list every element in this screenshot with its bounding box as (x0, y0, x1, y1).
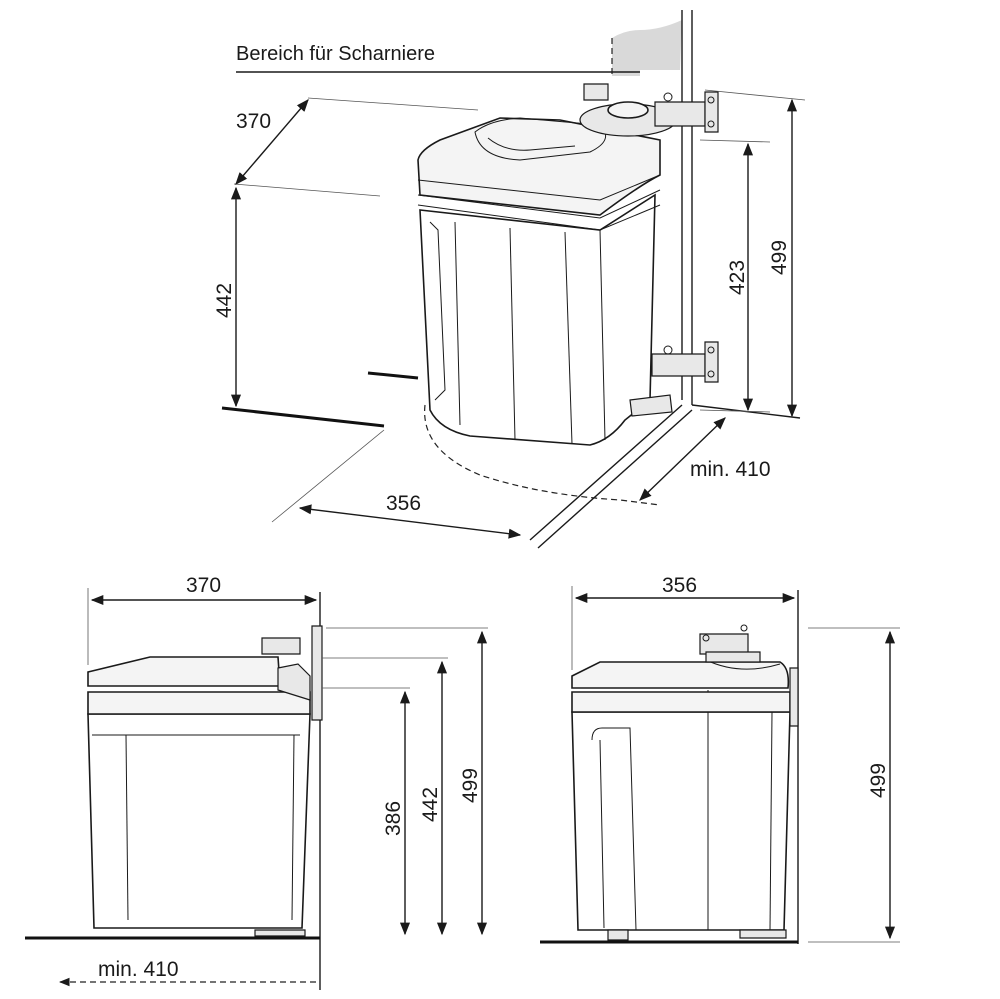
side-499-dimension: 499 (326, 627, 488, 936)
side-view: 370 386 442 499 min. 410 (25, 574, 488, 990)
iso-hinge-spacing-label: 423 (726, 260, 749, 295)
front-499-label: 499 (867, 763, 890, 798)
iso-height-dimension: 442 (213, 186, 242, 408)
top-hinge (579, 83, 719, 137)
side-bin (87, 656, 311, 937)
front-width-dimension: 356 (571, 574, 796, 670)
iso-total-height-dimension: 499 (704, 89, 806, 418)
side-386-label: 386 (382, 801, 405, 836)
iso-width-dimension: 356 (271, 429, 522, 539)
side-depth-label: 370 (186, 574, 221, 597)
isometric-view: Bereich für Scharniere (213, 10, 806, 549)
side-386-dimension: 386 (322, 687, 411, 936)
bottom-hinge (651, 341, 719, 383)
side-depth-dimension: 370 (87, 574, 318, 665)
hinge-area-leader: Bereich für Scharniere (236, 43, 640, 73)
front-view: 356 499 (540, 574, 900, 944)
front-hinge (699, 624, 799, 727)
iso-total-height-label: 499 (768, 240, 791, 275)
iso-clearance-label: min. 410 (690, 458, 771, 481)
iso-hinge-spacing-dimension: 423 (699, 139, 771, 413)
side-clearance-label: min. 410 (98, 958, 179, 981)
side-442-label: 442 (419, 787, 442, 822)
iso-height-label: 442 (213, 283, 236, 318)
front-bin (571, 659, 791, 941)
side-442-dimension: 442 (322, 657, 448, 936)
hinge-area-label: Bereich für Scharniere (236, 43, 435, 65)
front-499-dimension: 499 (808, 627, 900, 943)
side-clearance-dimension: min. 410 (58, 958, 316, 987)
cabinet-wall (611, 10, 693, 405)
side-hinge (261, 625, 323, 721)
iso-width-label: 356 (386, 492, 421, 515)
side-499-label: 499 (459, 768, 482, 803)
iso-depth-dimension: 370 (233, 97, 479, 197)
iso-clearance-dimension: min. 410 (639, 417, 771, 501)
isometric-bin (417, 117, 673, 506)
front-width-label: 356 (662, 574, 697, 597)
iso-depth-label: 370 (236, 110, 271, 133)
